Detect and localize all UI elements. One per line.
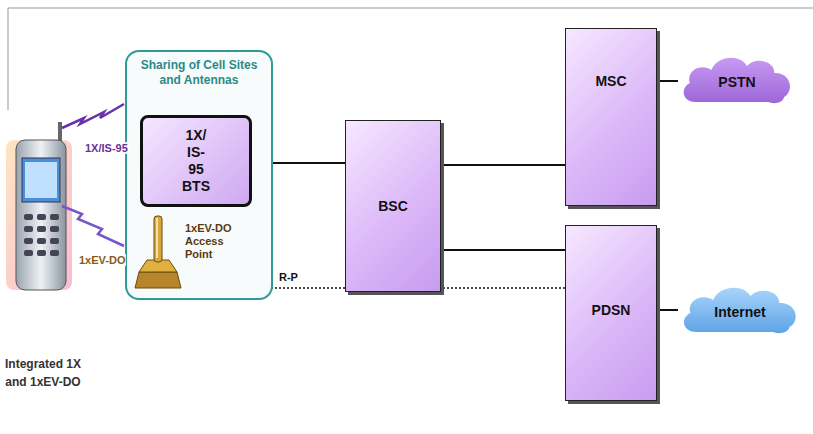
ap-node: 1xEV-DO Access Point <box>133 212 263 294</box>
node-label: Integrated 1X and 1xEV-DO <box>4 356 82 391</box>
node-label: BSC <box>378 198 408 214</box>
connector <box>441 164 565 166</box>
antenna-icon <box>133 212 183 294</box>
frame-line <box>8 8 9 110</box>
node-label: MSC <box>595 73 626 89</box>
connector <box>441 249 565 251</box>
radio-link <box>62 104 124 128</box>
bts-node: 1X/ IS-95 BTS <box>140 115 252 207</box>
node-label: Internet <box>714 304 765 320</box>
radio-link <box>62 206 124 246</box>
pdsn-node: PDSN <box>565 225 657 401</box>
node-label: Sharing of Cell Sites and Antennas <box>140 58 258 88</box>
connector <box>657 80 678 82</box>
connector <box>657 309 678 311</box>
link-label: 1xEV-DO <box>78 254 126 266</box>
edge-label: R-P <box>277 271 300 283</box>
link-label: 1X/IS-95 <box>84 142 129 154</box>
phone-node: Integrated 1X and 1xEV-DO <box>2 112 84 397</box>
node-label: 1xEV-DO Access Point <box>185 222 247 262</box>
site-node: Sharing of Cell Sites and Antennas 1X/ IS… <box>125 50 273 300</box>
bsc-node: BSC <box>345 120 441 292</box>
cloud-node: Internet <box>678 282 802 338</box>
node-label: 1X/ IS-95 BTS <box>182 127 210 194</box>
cloud-node: PSTN <box>678 52 796 108</box>
frame-line <box>8 8 813 9</box>
msc-node: MSC <box>565 28 657 206</box>
node-label: PSTN <box>718 74 755 90</box>
node-label: PDSN <box>592 302 631 318</box>
